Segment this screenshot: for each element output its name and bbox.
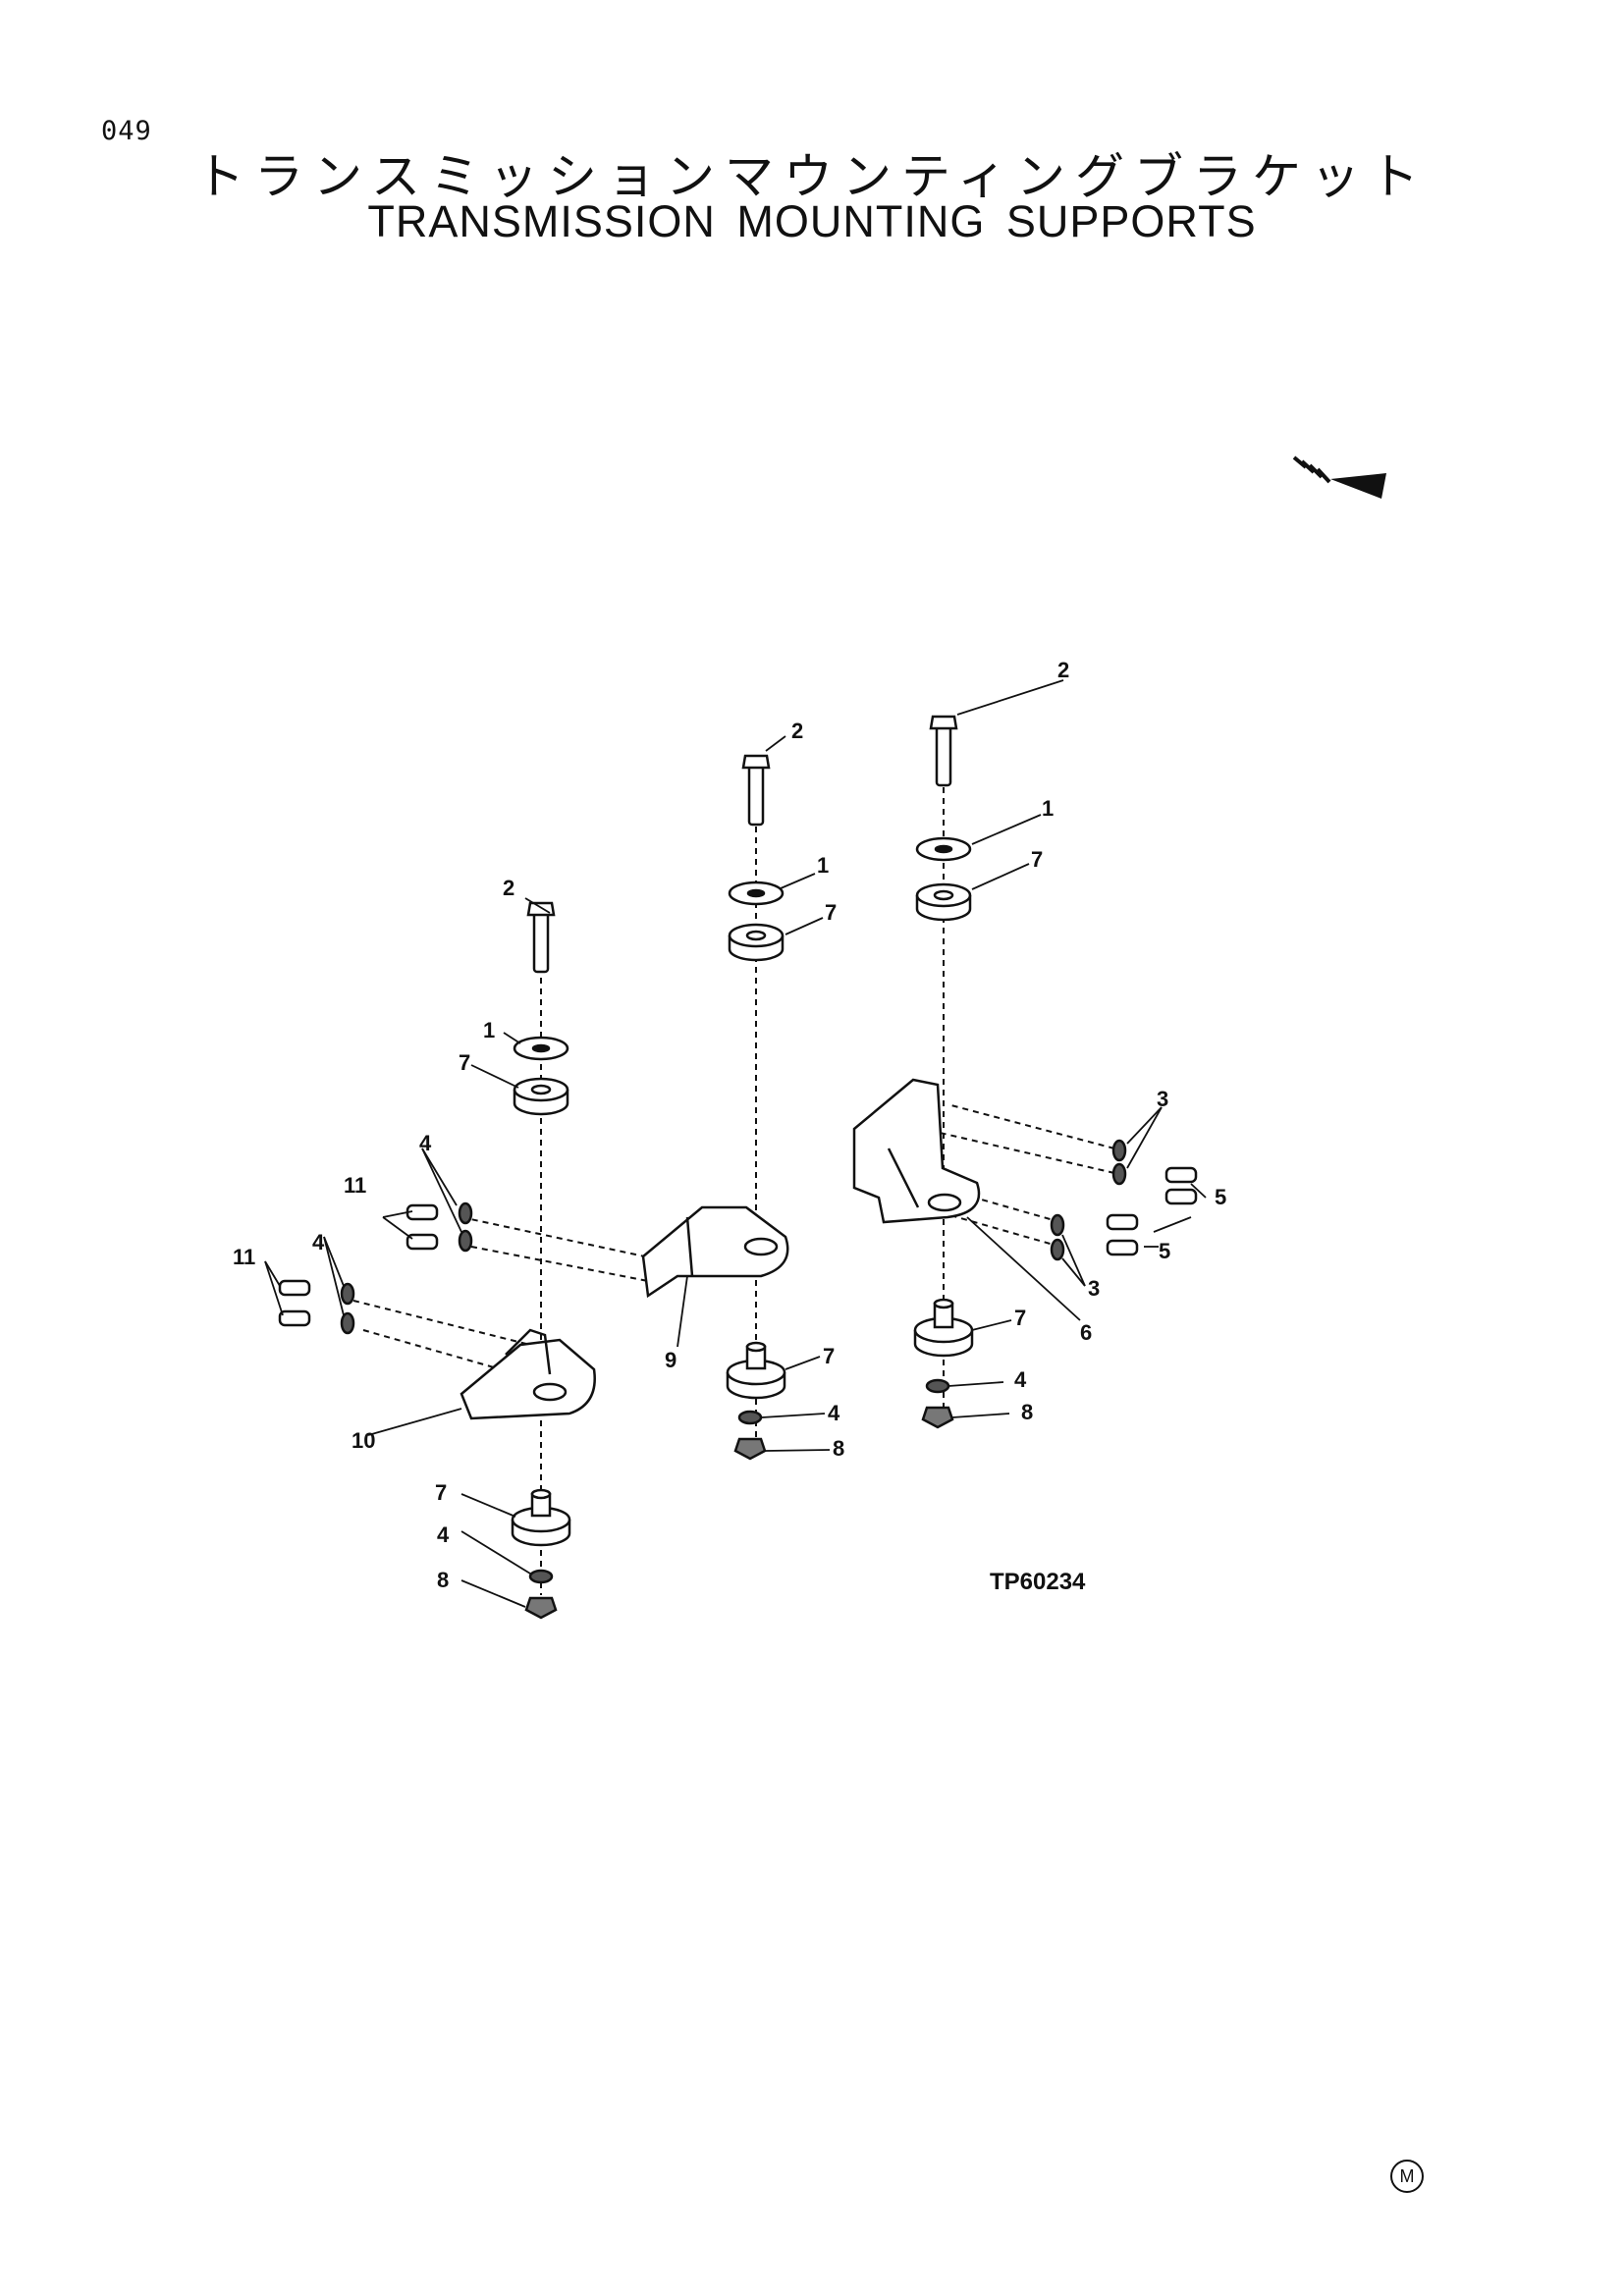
callout-1: 1 (483, 1018, 495, 1042)
callout-4: 4 (419, 1131, 432, 1155)
left-mount-stack (278, 901, 596, 1620)
rubber-mount-icon (915, 882, 972, 922)
callout-5: 5 (1215, 1185, 1226, 1209)
lockwasher-icon (737, 1410, 763, 1425)
corner-mark-icon: M (1390, 2160, 1424, 2193)
lower-rubber-mount-icon (511, 1488, 571, 1547)
drawing-code: TP60234 (990, 1569, 1086, 1595)
title-japanese: トランスミッションマウンティングブラケット (195, 148, 1429, 205)
lower-rubber-mount-icon (913, 1298, 974, 1358)
bracket-6-icon (852, 1078, 981, 1224)
callout-5: 5 (1159, 1239, 1170, 1263)
callout-4: 4 (437, 1522, 450, 1547)
bracket-9-icon (641, 1205, 789, 1299)
center-mount-stack (641, 754, 789, 1461)
washer-icon (915, 836, 972, 862)
callout-4: 4 (312, 1230, 325, 1255)
callout-11: 11 (233, 1245, 255, 1269)
callout-1: 1 (1042, 796, 1054, 821)
callout-7: 7 (1014, 1306, 1026, 1330)
rubber-mount-icon (728, 923, 785, 962)
callout-7: 7 (825, 900, 837, 925)
lower-rubber-mount-icon (726, 1341, 786, 1400)
callout-6: 6 (1080, 1320, 1092, 1345)
callout-2: 2 (503, 876, 514, 900)
nut-icon (921, 1406, 954, 1429)
side-bolt-icon (1050, 1139, 1198, 1261)
nut-icon (733, 1437, 767, 1461)
callout-4: 4 (1014, 1367, 1027, 1392)
washer-icon (728, 881, 785, 906)
callout-7: 7 (435, 1480, 447, 1505)
callout-2: 2 (1057, 658, 1069, 682)
callout-8: 8 (1021, 1400, 1033, 1424)
callout-7: 7 (823, 1344, 835, 1368)
callout-2: 2 (791, 719, 803, 743)
lockwasher-icon (925, 1378, 950, 1394)
callout-8: 8 (437, 1568, 449, 1592)
callout-8: 8 (833, 1436, 844, 1461)
callout-9: 9 (665, 1348, 677, 1372)
callout-3: 3 (1157, 1087, 1168, 1111)
callouts: 2 1 7 2 1 7 2 1 7 3 5 5 3 6 7 4 8 4 11 4… (233, 658, 1226, 1592)
direction-arrow-icon (1292, 455, 1386, 499)
lockwasher-icon (528, 1569, 554, 1584)
callout-7: 7 (1031, 847, 1043, 872)
side-bolt-icon (278, 1201, 473, 1335)
bolt-icon (929, 715, 958, 787)
page-number: 049 (101, 116, 152, 146)
title-english: TRANSMISSION MOUNTING SUPPORTS (367, 196, 1257, 246)
nut-icon (524, 1596, 558, 1620)
callout-11: 11 (344, 1173, 366, 1198)
bracket-10-icon (460, 1328, 596, 1420)
right-mount-stack (852, 715, 1198, 1429)
bolt-icon (526, 901, 556, 974)
bolt-icon (741, 754, 771, 827)
callout-3: 3 (1088, 1276, 1100, 1301)
callout-10: 10 (352, 1428, 375, 1453)
callout-1: 1 (817, 853, 829, 878)
washer-icon (513, 1036, 569, 1061)
callout-4: 4 (828, 1401, 840, 1425)
rubber-mount-icon (513, 1077, 569, 1116)
callout-7: 7 (459, 1050, 470, 1075)
